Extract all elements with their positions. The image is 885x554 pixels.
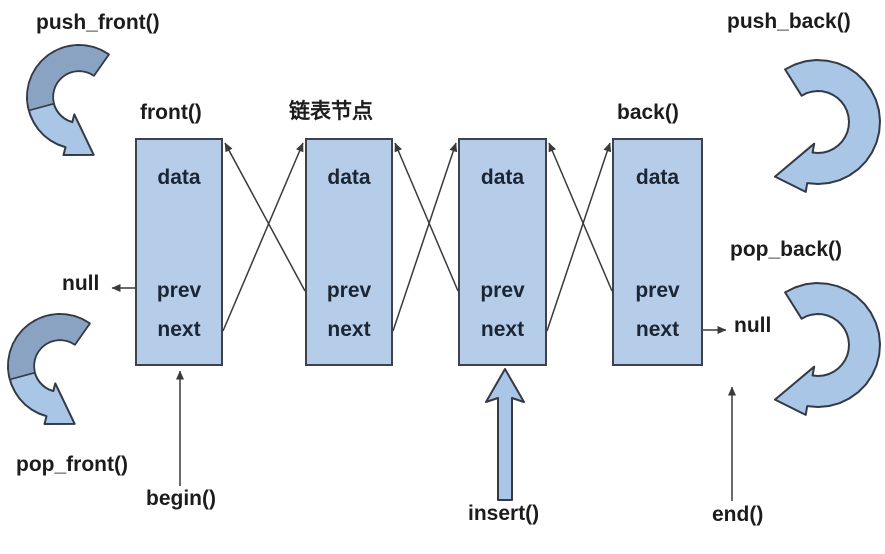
pop-front-label: pop_front() [16, 453, 128, 476]
push-back-rotation-arrow [774, 59, 881, 193]
next-pointer-node2-to-node3 [392, 142, 458, 332]
node2-field-next: next [327, 318, 371, 341]
end-label: end() [712, 503, 764, 526]
node4-field-data: data [635, 166, 680, 189]
pop-back-rotation-arrow [774, 282, 881, 416]
node1-field-prev: prev [156, 279, 202, 302]
node2-field-data: data [327, 166, 371, 189]
next-pointer-node1-to-node2 [222, 142, 304, 332]
node3-field-next: next [480, 318, 525, 341]
node1-field-data: data [157, 166, 201, 189]
insert-label: insert() [468, 502, 540, 525]
front-label: front() [140, 101, 202, 124]
list-node-4: data prev next [612, 138, 703, 366]
prev-pointer-node3-to-node2 [394, 142, 459, 292]
insert-block-arrow [485, 368, 525, 501]
push-front-label: push_front() [36, 11, 160, 34]
list-node-2: data prev next [305, 138, 393, 366]
node4-field-next: next [635, 318, 680, 341]
node1-field-next: next [157, 318, 201, 341]
null-label-right: null [734, 314, 772, 337]
next-pointer-node3-to-node4 [546, 142, 612, 332]
node3-field-prev: prev [480, 279, 525, 302]
prev-pointer-node4-to-node3 [548, 142, 613, 292]
prev-pointer-node2-to-node1 [224, 142, 306, 292]
begin-label: begin() [146, 487, 216, 510]
node3-field-data: data [480, 166, 525, 189]
push-back-label: push_back() [727, 10, 851, 33]
node2-field-prev: prev [326, 279, 372, 302]
back-label: back() [617, 101, 679, 124]
node-title-label: 链表节点 [289, 100, 373, 123]
push-front-rotation-arrow [26, 44, 110, 156]
list-node-1: data prev next [135, 138, 223, 366]
node4-field-prev: prev [635, 279, 680, 302]
null-label-left: null [62, 272, 100, 295]
pop-front-rotation-arrow [7, 313, 91, 425]
pop-back-label: pop_back() [730, 238, 843, 261]
list-node-3: data prev next [458, 138, 547, 366]
